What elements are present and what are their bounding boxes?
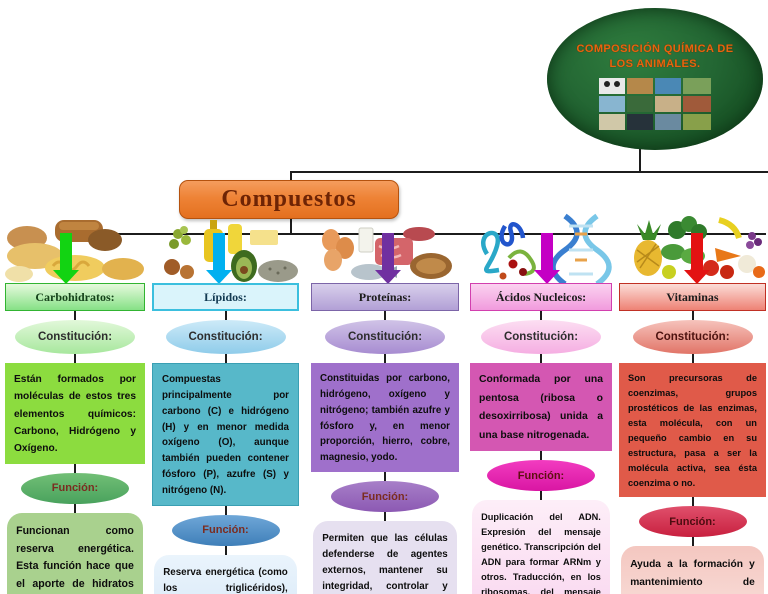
connector-stub — [224, 354, 227, 363]
constitution-text: Compuestas principalmente por carbono (C… — [162, 374, 289, 497]
constitution-text: Están formados por moléculas de estos tr… — [14, 374, 136, 455]
constitution-label: Constitución: — [347, 331, 423, 343]
function-label: Función: — [51, 482, 99, 495]
branch-acidos-nucleicos: Ácidos Nucleicos: Constitución: Conforma… — [470, 283, 612, 594]
constitution-text-box-carbohidratos: Están formados por moléculas de estos tr… — [5, 363, 145, 464]
root-node-label: Compuestos — [221, 186, 357, 212]
arrow-vitaminas — [684, 233, 710, 284]
constitution-text-box-acidos-nucleicos: Conformada por una pentosa (ribosa o des… — [470, 363, 612, 452]
vitamins-produce-image — [634, 216, 765, 279]
function-oval-proteinas: Función: — [331, 481, 439, 513]
connector-stub — [74, 463, 76, 473]
category-box-lipidos: Lípidos: — [152, 283, 299, 311]
page-title-line2: LOS ANIMALES. — [609, 57, 701, 70]
connector-stub — [224, 311, 227, 320]
category-label: Lípidos: — [204, 289, 247, 304]
page-title-line1: COMPOSICIÓN QUÍMICA DE — [576, 43, 734, 55]
constitution-label: Constitución: — [188, 331, 263, 343]
function-text: Permiten que las células defenderse de a… — [322, 533, 448, 592]
arrow-carbohidratos — [53, 233, 79, 284]
branch-carbohidratos: Carbohidratos: Constitución: Están forma… — [5, 283, 145, 594]
connector-stub — [384, 311, 386, 320]
connector-stub — [384, 512, 386, 522]
connector-stub — [691, 311, 694, 320]
function-text: Duplicación del ADN. Expresión del mensa… — [481, 512, 601, 594]
connector-oval-to-hline — [639, 148, 641, 173]
branch-vitaminas: Vitaminas Constitución: Son precursoras … — [619, 283, 766, 594]
arrow-lipidos — [206, 233, 232, 284]
category-box-carbohidratos: Carbohidratos: — [5, 283, 145, 311]
connector-stub — [74, 311, 76, 320]
category-box-acidos-nucleicos: Ácidos Nucleicos: — [470, 283, 612, 311]
constitution-oval-carbohidratos: Constitución: — [15, 320, 135, 354]
constitution-label: Constitución: — [655, 331, 730, 343]
proteins-foods-image — [322, 227, 452, 280]
category-box-proteinas: Proteínas: — [311, 283, 459, 311]
function-label: Función: — [361, 490, 409, 503]
connector-top-horizontal — [290, 171, 768, 173]
function-text-box-acidos-nucleicos: Duplicación del ADN. Expresión del mensa… — [472, 500, 610, 594]
function-label: Función: — [669, 515, 716, 528]
category-label: Ácidos Nucleicos: — [495, 289, 587, 304]
arrow-acidos-nucleicos — [534, 233, 560, 284]
constitution-oval-vitaminas: Constitución: — [632, 320, 753, 354]
connector-stub — [74, 503, 76, 513]
function-oval-carbohidratos: Función: — [21, 472, 129, 504]
arrow-proteinas — [375, 233, 401, 284]
connector-stub — [691, 497, 694, 507]
nucleic-acids-structures-image — [481, 213, 612, 286]
connector-down-to-root — [290, 171, 292, 181]
branch-lipidos: Lípidos: Constitución: Compuestas princi… — [152, 283, 299, 594]
function-text-box-proteinas: Permiten que las células defenderse de a… — [313, 521, 457, 594]
animals-collage-image — [599, 77, 711, 130]
connector-stub — [540, 354, 542, 363]
constitution-label: Constitución: — [37, 331, 113, 343]
function-oval-acidos-nucleicos: Función: — [487, 460, 595, 492]
category-label: Carbohidratos: — [35, 289, 115, 304]
constitution-text-box-lipidos: Compuestas principalmente por carbono (C… — [152, 363, 299, 506]
constitution-oval-proteinas: Constitución: — [325, 320, 445, 354]
connector-stub — [691, 537, 694, 547]
constitution-text-box-proteinas: Constituidas por carbono, hidrógeno, oxí… — [311, 363, 459, 473]
constitution-oval-lipidos: Constitución: — [165, 320, 286, 354]
connector-stub — [540, 311, 542, 320]
connector-stub — [384, 472, 386, 482]
constitution-text: Constituidas por carbono, hidrógeno, oxí… — [320, 373, 450, 464]
function-text: Ayuda a la formación y mantenimiento de … — [630, 559, 755, 588]
constitution-text: Son precursoras de coenzimas, grupos pro… — [628, 373, 757, 489]
function-text: Funcionan como reserva energética. Esta … — [16, 524, 134, 591]
connector-stub — [224, 545, 227, 555]
category-box-vitaminas: Vitaminas — [619, 283, 766, 311]
constitution-text: Conformada por una pentosa (ribosa o des… — [479, 374, 603, 441]
constitution-oval-acidos-nucleicos: Constitución: — [481, 320, 601, 354]
function-text: Reserva energética (como los triglicérid… — [163, 566, 288, 594]
page-title: COMPOSICIÓN QUÍMICA DE LOS ANIMALES. — [577, 42, 734, 72]
root-node-compuestos: Compuestos — [179, 180, 399, 219]
category-label: Proteínas: — [358, 289, 412, 304]
function-text-box-vitaminas: Ayuda a la formación y mantenimiento de … — [621, 546, 764, 594]
function-label: Función: — [517, 469, 565, 482]
category-label: Vitaminas — [666, 289, 719, 304]
connector-stub — [384, 354, 386, 363]
connector-stub — [540, 491, 542, 501]
connector-stub — [691, 354, 694, 363]
constitution-label: Constitución: — [503, 331, 579, 343]
connector-stub — [224, 505, 227, 515]
connector-stub — [74, 354, 76, 363]
function-text-box-lipidos: Reserva energética (como los triglicérid… — [154, 554, 297, 594]
function-label: Función: — [202, 524, 249, 537]
function-oval-vitaminas: Función: — [638, 506, 747, 538]
constitution-text-box-vitaminas: Son precursoras de coenzimas, grupos pro… — [619, 363, 766, 498]
title-oval: COMPOSICIÓN QUÍMICA DE LOS ANIMALES. — [547, 8, 763, 150]
function-text-box-carbohidratos: Funcionan como reserva energética. Esta … — [7, 512, 143, 594]
function-oval-lipidos: Función: — [171, 514, 280, 546]
connector-root-to-branches — [290, 216, 292, 234]
connector-stub — [540, 451, 542, 461]
branch-proteinas: Proteínas: Constitución: Constituidas po… — [311, 283, 459, 594]
